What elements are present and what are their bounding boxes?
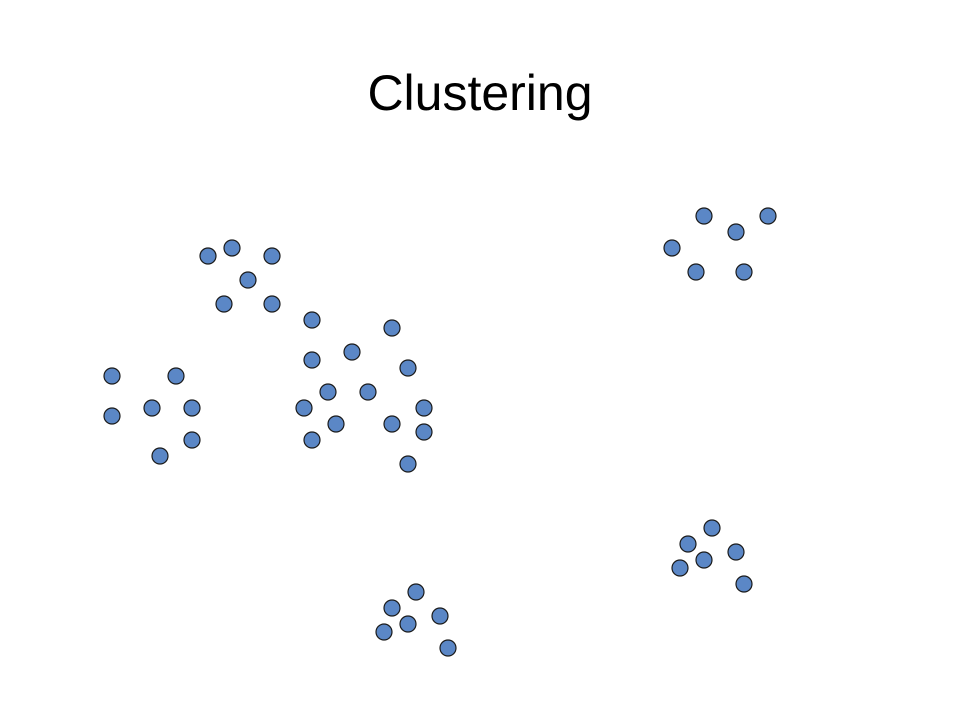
data-point	[679, 535, 697, 553]
data-point	[415, 399, 433, 417]
data-point	[167, 367, 185, 385]
data-point	[687, 263, 705, 281]
data-point	[223, 239, 241, 257]
data-point	[319, 383, 337, 401]
data-point	[671, 559, 689, 577]
data-point	[695, 207, 713, 225]
data-point	[151, 447, 169, 465]
data-point	[399, 359, 417, 377]
data-point	[303, 311, 321, 329]
data-point	[239, 271, 257, 289]
data-point	[375, 623, 393, 641]
data-point	[295, 399, 313, 417]
data-point	[303, 431, 321, 449]
data-point	[263, 247, 281, 265]
data-point	[263, 295, 281, 313]
data-point	[199, 247, 217, 265]
data-point	[343, 343, 361, 361]
data-point	[183, 431, 201, 449]
data-point	[359, 383, 377, 401]
data-point	[103, 367, 121, 385]
data-point	[303, 351, 321, 369]
data-point	[399, 455, 417, 473]
data-point	[727, 223, 745, 241]
data-point	[431, 607, 449, 625]
data-point	[727, 543, 745, 561]
data-point	[735, 263, 753, 281]
data-point	[327, 415, 345, 433]
data-point	[703, 519, 721, 537]
data-point	[183, 399, 201, 417]
slide-title: Clustering	[367, 65, 593, 121]
data-point	[383, 415, 401, 433]
data-point	[663, 239, 681, 257]
data-point	[103, 407, 121, 425]
data-point	[759, 207, 777, 225]
data-point	[399, 615, 417, 633]
data-point	[383, 319, 401, 337]
data-point	[415, 423, 433, 441]
data-point	[383, 599, 401, 617]
data-point	[407, 583, 425, 601]
data-point	[439, 639, 457, 657]
data-point	[695, 551, 713, 569]
data-point	[735, 575, 753, 593]
data-point	[143, 399, 161, 417]
data-point	[215, 295, 233, 313]
